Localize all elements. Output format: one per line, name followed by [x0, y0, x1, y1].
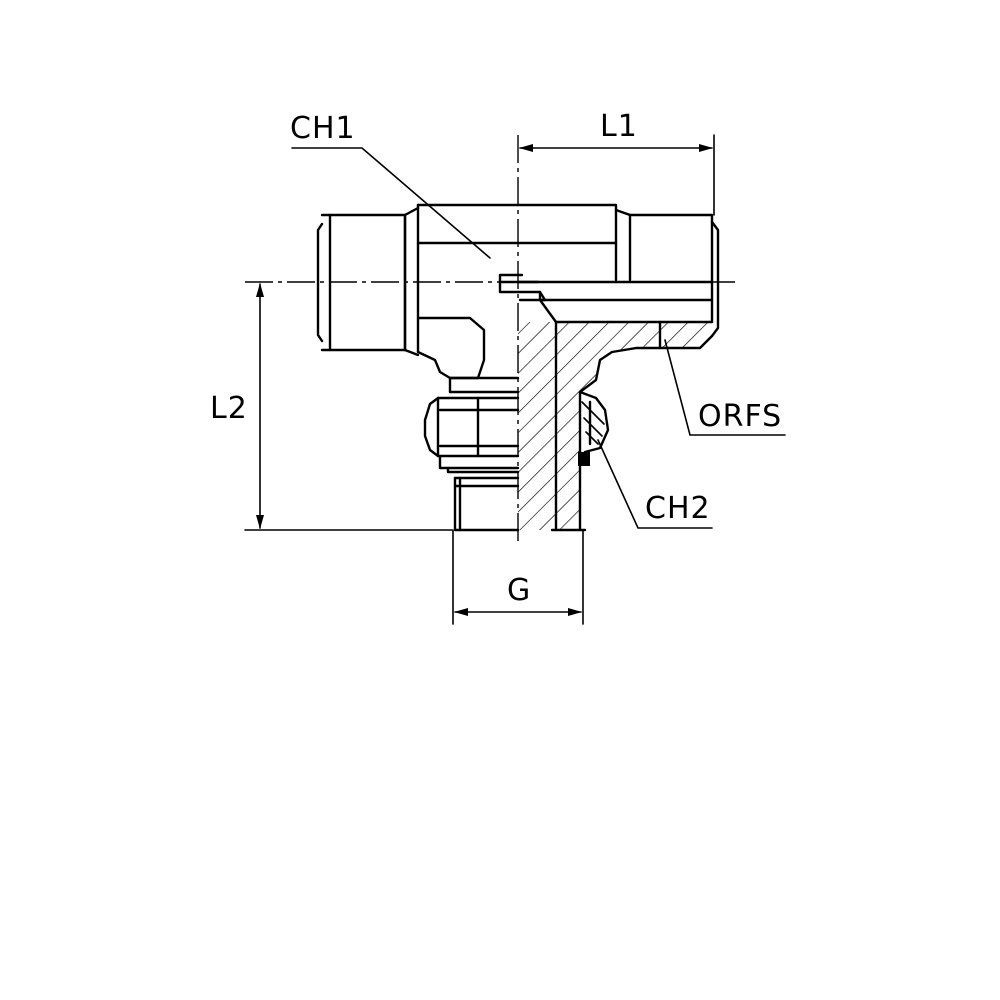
g-dimension: G: [452, 529, 584, 625]
tee-body: [416, 203, 618, 394]
ch2-callout: CH2: [597, 439, 713, 529]
threaded-stud: [453, 476, 520, 532]
l1-label: L1: [600, 109, 638, 144]
l2-label: L2: [210, 391, 248, 426]
orfs-callout: ORFS: [664, 339, 786, 436]
ch1-label: CH1: [290, 111, 356, 146]
l2-dimension: L2: [210, 283, 453, 531]
g-label: G: [507, 573, 531, 608]
ch2-label: CH2: [645, 491, 711, 526]
orfs-label: ORFS: [698, 399, 782, 434]
right-orfs-end: [614, 208, 720, 338]
l1-dimension: L1: [519, 109, 715, 216]
ch1-callout: CH1: [290, 111, 491, 259]
lock-nut: [423, 390, 520, 474]
center-detail: [498, 273, 542, 302]
